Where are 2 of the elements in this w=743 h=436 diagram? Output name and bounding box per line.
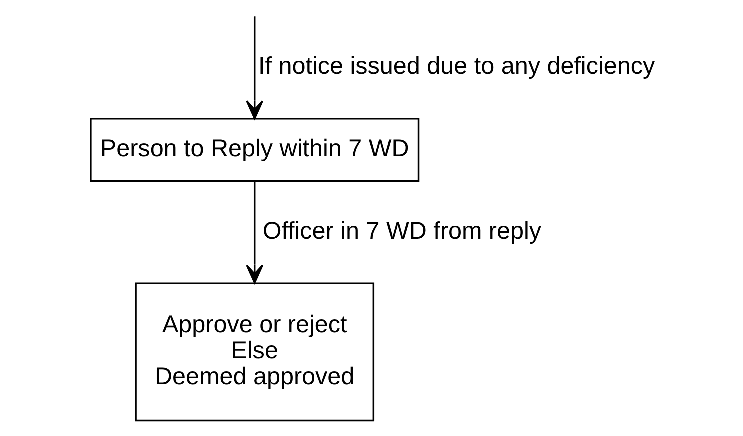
edge-label: If notice issued due to any deficiency xyxy=(258,53,656,80)
edge-label: Officer in 7 WD from reply xyxy=(262,218,542,245)
